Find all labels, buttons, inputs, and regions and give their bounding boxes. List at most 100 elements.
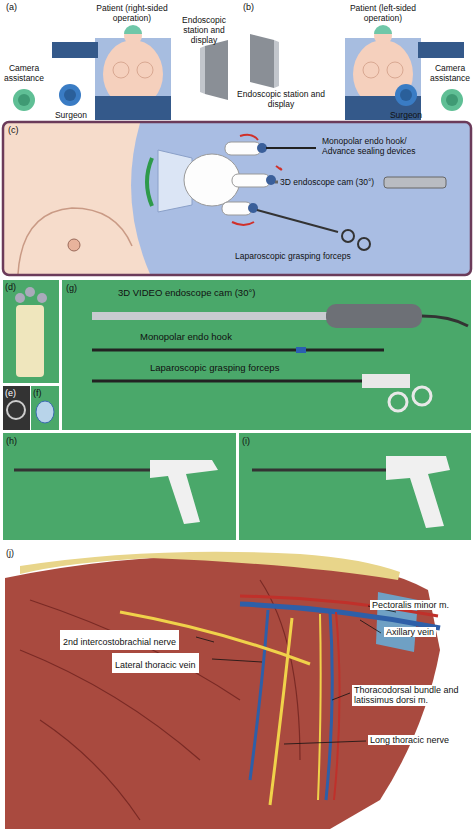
- label-text: Lateral thoracic vein: [115, 660, 196, 670]
- callout-label: Endoscopic station and display: [170, 16, 238, 45]
- port-illustration-part: [266, 175, 276, 185]
- instrument-photos-part: [3, 280, 59, 383]
- callout-label: Monopolar endo hook: [140, 332, 300, 343]
- port-illustration-part: [276, 166, 281, 170]
- label-text: 2nd intercostobrachial nerve: [63, 637, 176, 647]
- instrument-photos-part: [15, 293, 25, 303]
- panel-letter: (d): [5, 282, 16, 292]
- operating-room-a-part: [137, 62, 153, 78]
- axilla-anatomy-part: [326, 612, 332, 800]
- instrument-photos-part: [92, 349, 384, 352]
- port-illustration-part: [266, 147, 316, 149]
- axilla-anatomy-part: [196, 606, 396, 744]
- operating-room-a-part: [205, 40, 228, 100]
- operating-room-b-part: [363, 62, 379, 78]
- instrument-photos-part: [14, 469, 152, 472]
- instrument-photos-part: [7, 401, 25, 419]
- callout-label: Patient (right-sided operation): [92, 4, 172, 24]
- instrument-photos-part: [37, 293, 47, 303]
- axilla-anatomy-part: [318, 614, 321, 800]
- instrument-photos-part: [252, 469, 388, 472]
- callout-label: Camera assistance: [428, 64, 472, 84]
- operating-room-a-part: [59, 84, 81, 106]
- operating-room-a-part: [64, 89, 76, 101]
- label-box: Lateral thoracic vein: [112, 653, 199, 673]
- port-illustration-part: [342, 230, 354, 242]
- callout-label: Laparoscopic grasping forceps: [150, 363, 350, 374]
- panel-letter: (j): [6, 548, 14, 558]
- callout-label: 3D endoscope cam (30°): [280, 178, 382, 188]
- axilla-anatomy-part: [20, 552, 400, 580]
- callout-label: Axillary vein: [384, 627, 436, 637]
- instrument-photos-part: [31, 386, 59, 430]
- callout-label: Surgeon: [385, 111, 427, 121]
- instrument-photos-part: [3, 433, 236, 540]
- port-illustration-part: [358, 238, 370, 250]
- port-illustration: [3, 122, 471, 275]
- instrument-photos-part: [36, 401, 54, 423]
- operating-room-a-part: [95, 96, 171, 120]
- port-illustration-part: [248, 203, 258, 213]
- operating-room-a-part: [52, 42, 98, 58]
- axilla-anatomy-part: [270, 618, 292, 805]
- axilla-anatomy-part-part: [360, 620, 381, 633]
- instrument-photos-part: [150, 460, 218, 524]
- port-illustration-part: [68, 239, 80, 251]
- label-box: 2nd intercostobrachial nerve: [60, 630, 179, 650]
- port-illustration-part: [257, 143, 267, 153]
- instrument-photos-part: [389, 393, 407, 411]
- panel-letter: (b): [243, 2, 254, 12]
- operating-room-a-part: [124, 25, 142, 34]
- operating-room-b-part: [400, 89, 412, 101]
- callout-label: Pectoralis minor m.: [370, 600, 451, 610]
- operating-room-a-part: [113, 62, 129, 78]
- instrument-photos-part: [239, 433, 471, 540]
- instrument-photos-part: [3, 386, 30, 430]
- instrument-photos-part: [92, 312, 328, 320]
- port-illustration-part: [275, 181, 278, 184]
- axilla-anatomy-part: [334, 612, 340, 800]
- axilla-anatomy-part-part: [212, 659, 262, 662]
- operating-room-b-part: [441, 89, 463, 111]
- panel-letter: (g): [66, 283, 77, 293]
- callout-label: Surgeon: [50, 111, 92, 121]
- port-illustration-part: [3, 122, 471, 275]
- instrument-photos-part: [413, 387, 431, 405]
- port-illustration-part: [384, 177, 446, 188]
- port-illustration-part: [222, 202, 252, 215]
- port-illustration-part: [225, 142, 261, 155]
- operating-room-b-part: [418, 42, 464, 58]
- instrument-photos-part: [25, 287, 35, 297]
- axilla-anatomy-part-part: [196, 637, 214, 642]
- operating-room-b-part: [374, 25, 392, 34]
- instrument-photos-part: [296, 347, 306, 353]
- instrument-photos-part: [386, 456, 450, 528]
- operating-room-a-part: [95, 38, 171, 120]
- axilla-anatomy-part-part: [284, 741, 366, 744]
- operating-room-a-part: [200, 46, 205, 94]
- port-illustration-part: [257, 210, 338, 232]
- instrument-photos-part: [92, 380, 362, 383]
- callout-label: Patient (left-sided operation): [343, 4, 423, 24]
- panel-letter: (c): [8, 125, 19, 135]
- instrument-photos-part: [326, 304, 422, 328]
- panel-letter: (h): [6, 436, 17, 446]
- instrument-photos-part: [16, 305, 44, 377]
- callout-label: Long thoracic nerve: [368, 735, 451, 745]
- port-illustration-part: [3, 122, 471, 275]
- operating-room-a-part: [13, 89, 35, 111]
- operating-room-b-part: [345, 38, 421, 120]
- port-illustration-part: [18, 208, 132, 274]
- operating-room-a-part: [18, 94, 30, 106]
- operating-room-b-part: [395, 84, 417, 106]
- callout-label: Camera assistance: [2, 64, 46, 84]
- axilla-anatomy-part-part: [332, 693, 350, 700]
- operating-room-b-part: [274, 40, 279, 88]
- operating-room-b-part: [446, 94, 458, 106]
- port-illustration-part: [240, 135, 258, 140]
- callout-label: Monopolar endo hook/ Advance sealing dev…: [322, 137, 434, 157]
- callout-label: Laparoscopic grasping forceps: [235, 252, 385, 262]
- panel-letter: (a): [6, 2, 17, 12]
- instrument-photos-part: [62, 280, 471, 430]
